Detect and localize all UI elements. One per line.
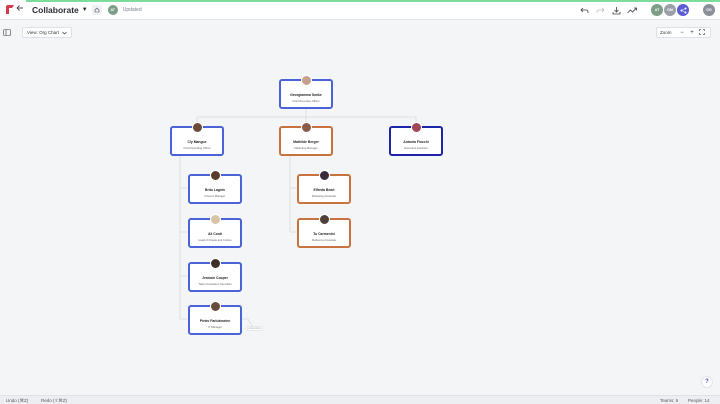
org-card-marketing-associate[interactable]: Elfreda Beart Marketing Associate: [297, 170, 351, 204]
app-title[interactable]: Collaborate: [32, 5, 79, 15]
card-role: Head of People and Culture: [198, 239, 232, 242]
avatar: [209, 214, 221, 225]
org-card-it-manager[interactable]: Pietro Farlukmeien IT Manager: [188, 301, 242, 335]
org-card-ceo[interactable]: Georgiamma Smike Chief Executive Officer: [279, 75, 333, 109]
card-name: Cly Mangue: [187, 140, 207, 144]
collaborator-avatar[interactable]: GM: [664, 4, 676, 16]
card-name: Brito Lagnin: [205, 188, 225, 192]
avatar: [318, 170, 330, 181]
top-bar-accent: [26, 0, 720, 2]
avatar: [318, 214, 330, 225]
share-icon[interactable]: [677, 4, 689, 16]
view-selector[interactable]: View: Org Chart: [22, 27, 72, 38]
org-card-finance-manager[interactable]: Brito Lagnin Finance Manager: [188, 170, 242, 204]
download-icon[interactable]: [611, 5, 621, 15]
card-name: Ali Conti: [208, 232, 222, 236]
redo-shortcut[interactable]: Redo (⇧⌘Z): [41, 398, 68, 403]
trend-icon[interactable]: [627, 5, 637, 15]
card-role: Marketing Associate: [311, 239, 337, 242]
undo-shortcut[interactable]: Undo (⌘Z): [6, 398, 29, 403]
card-role: Talent Acquisition Specialist: [198, 283, 232, 286]
avatar: [209, 258, 221, 269]
avatar: [300, 122, 312, 133]
card-name: Antonia Fiocchi: [403, 140, 429, 144]
zoom-out-button[interactable]: −: [680, 29, 684, 36]
sidebar-toggle-icon[interactable]: [2, 28, 12, 37]
card-name: Tu Carmenini: [313, 232, 335, 236]
app-logo-icon[interactable]: [4, 4, 16, 16]
back-arrow-icon[interactable]: [15, 3, 25, 17]
card-role: Finance Manager: [204, 195, 226, 198]
card-role: Chief Executive Officer: [292, 100, 320, 103]
toolbar-right: AT GM GG: [579, 2, 715, 18]
home-icon[interactable]: [91, 5, 102, 15]
user-menu-avatar[interactable]: GG: [703, 4, 715, 16]
teams-count: Teams: 5: [660, 398, 679, 403]
card-name: Pietro Farlukmeien: [199, 319, 231, 323]
top-bar: Collaborate ▼ AT Updated AT GM GG: [0, 0, 720, 20]
zoom-control: Zoom − +: [656, 27, 711, 38]
zoom-label: Zoom: [660, 30, 672, 35]
org-card-talent-acquisition[interactable]: Jermain Cooper Talent Acquisition Specia…: [188, 258, 242, 292]
card-role: Marketing Associate: [311, 195, 337, 198]
card-role: Chief Operating Officer: [183, 147, 211, 150]
undo-icon[interactable]: [579, 5, 589, 15]
avatar: [191, 122, 203, 133]
org-card-people-culture[interactable]: Ali Conti Head of People and Culture: [188, 214, 242, 248]
avatar: [300, 75, 312, 86]
org-card-marketing-associate-2[interactable]: Tu Carmenini Marketing Associate: [297, 214, 351, 248]
card-name: Jermain Cooper: [202, 276, 228, 280]
title-area: Collaborate ▼ AT Updated: [27, 2, 142, 18]
avatar: [209, 170, 221, 181]
card-role: Marketing Manager: [294, 147, 318, 150]
card-name: Elfreda Beart: [313, 188, 335, 192]
org-card-coo[interactable]: Cly Mangue Chief Operating Officer: [170, 122, 224, 156]
current-user-avatar[interactable]: AT: [107, 5, 118, 15]
avatar: [209, 301, 221, 312]
view-selector-label: View: Org Chart: [27, 30, 59, 35]
chevron-down-icon[interactable]: ▼: [81, 7, 88, 13]
avatar: [410, 122, 422, 133]
help-icon[interactable]: ?: [701, 376, 713, 388]
card-role: IT Manager: [208, 326, 222, 329]
org-card-marketing-manager[interactable]: Mathilde Berger Marketing Manager: [279, 122, 333, 156]
redo-icon[interactable]: [595, 5, 605, 15]
fullscreen-icon[interactable]: [697, 28, 707, 37]
people-count: People: 14: [688, 398, 710, 403]
chevron-down-icon: [62, 31, 67, 34]
collaborators: AT GM: [651, 4, 689, 16]
card-name: Georgiamma Smike: [290, 93, 322, 97]
collaborator-avatar[interactable]: AT: [651, 4, 663, 16]
save-status: Updated: [122, 7, 142, 13]
card-role: Executive Assistant: [404, 147, 428, 150]
add-position-hint[interactable]: Add position: [247, 326, 263, 331]
card-name: Mathilde Berger: [293, 140, 319, 144]
status-bar: Undo (⌘Z) Redo (⇧⌘Z) Teams: 5 People: 14: [0, 395, 720, 404]
org-card-executive-assistant[interactable]: Antonia Fiocchi Executive Assistant: [389, 122, 443, 156]
zoom-in-button[interactable]: +: [690, 29, 694, 36]
